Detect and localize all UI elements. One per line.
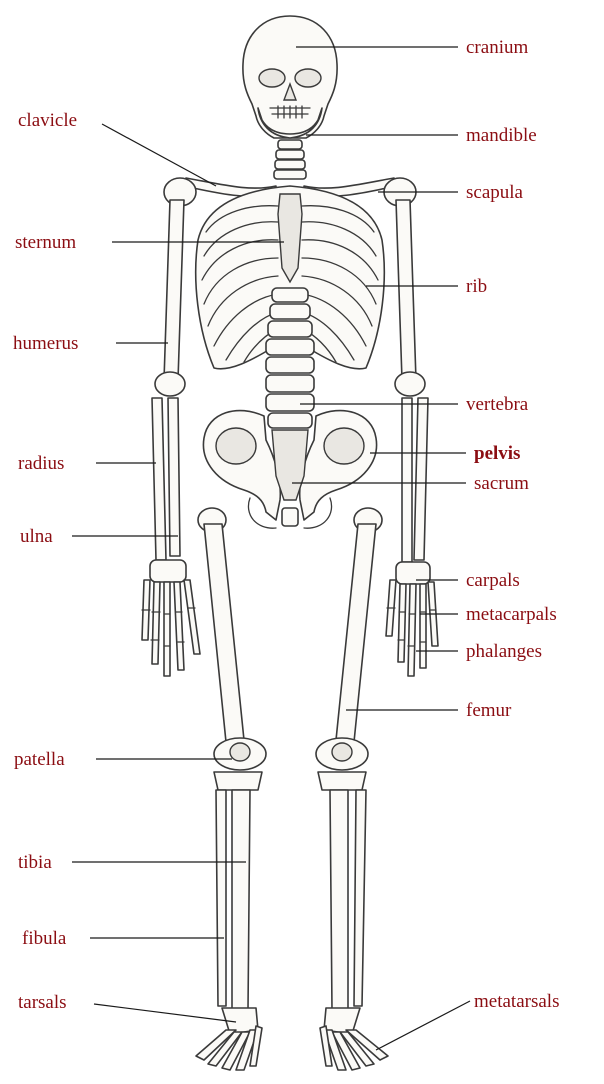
label-metacarpals: metacarpals (466, 604, 557, 625)
leader-metatarsals (376, 1001, 470, 1050)
leader-clavicle (102, 124, 216, 186)
elbow-right (395, 372, 425, 396)
skeleton-illustration (142, 16, 438, 1070)
cervical-spine (274, 140, 306, 179)
eye-socket-right (295, 69, 321, 87)
tibia-left (232, 790, 250, 1010)
label-patella: patella (14, 749, 65, 770)
lumbar-spine (266, 288, 314, 428)
foot-left (196, 1008, 262, 1070)
humerus-left (164, 200, 184, 380)
patella-right (332, 743, 352, 761)
label-tibia: tibia (18, 852, 52, 873)
patella-left (230, 743, 250, 761)
label-ulna: ulna (20, 526, 53, 547)
label-cranium: cranium (466, 37, 528, 58)
label-humerus: humerus (13, 333, 78, 354)
label-vertebra: vertebra (466, 394, 529, 415)
fibula-left (216, 790, 226, 1006)
label-clavicle: clavicle (18, 110, 77, 131)
humerus-right (396, 200, 416, 380)
tibia-head-right (318, 772, 366, 790)
label-phalanges: phalanges (466, 641, 542, 662)
radius-right (402, 398, 412, 562)
label-tarsals: tarsals (18, 992, 67, 1013)
femur-right (336, 524, 376, 742)
femur-left (204, 524, 244, 742)
foot-right (320, 1008, 388, 1070)
tibia-right (330, 790, 348, 1010)
label-scapula: scapula (466, 182, 524, 203)
ulna-right (414, 398, 428, 560)
hand-left (142, 560, 200, 676)
tibia-head-left (214, 772, 262, 790)
eye-socket-left (259, 69, 285, 87)
pubic-symphysis (282, 508, 298, 526)
elbow-left (155, 372, 185, 396)
label-femur: femur (466, 700, 512, 721)
fibula-right (354, 790, 366, 1006)
label-pelvis: pelvis (474, 443, 520, 464)
label-fibula: fibula (22, 928, 67, 949)
leader-tarsals (94, 1004, 236, 1022)
label-metatarsals: metatarsals (474, 991, 559, 1012)
iliac-shade-right (324, 428, 364, 464)
label-sternum: sternum (15, 232, 76, 253)
label-sacrum: sacrum (474, 473, 529, 494)
label-carpals: carpals (466, 570, 520, 591)
label-rib: rib (466, 276, 487, 297)
ulna-left (168, 398, 180, 556)
skull-cranium (243, 16, 337, 138)
hand-right (386, 562, 438, 676)
label-radius: radius (18, 453, 64, 474)
iliac-shade-left (216, 428, 256, 464)
label-mandible: mandible (466, 125, 537, 146)
